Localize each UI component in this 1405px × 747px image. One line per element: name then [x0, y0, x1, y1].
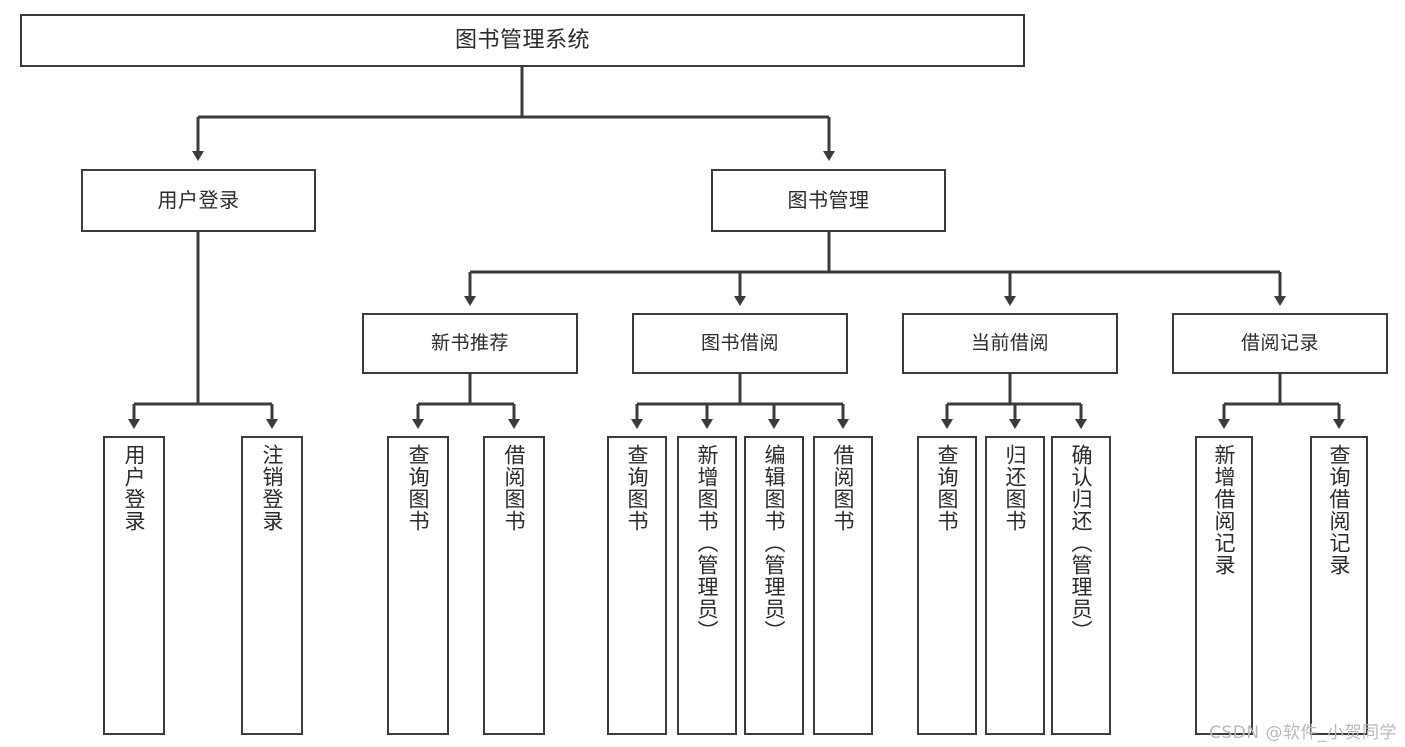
- node-leaf-add-record[interactable]: 新增借阅记录: [1195, 436, 1253, 735]
- node-leaf-query-book-1[interactable]: 查询图书: [387, 436, 449, 735]
- node-book-borrow[interactable]: 图书借阅: [632, 313, 848, 374]
- node-leaf-edit-book[interactable]: 编辑图书（管理员）: [744, 436, 804, 735]
- node-label: 查询图书: [935, 444, 960, 532]
- node-label: 查询图书: [406, 444, 431, 532]
- node-label: 用户登录: [122, 444, 147, 532]
- node-label: 图书管理: [787, 187, 870, 212]
- node-leaf-borrow-book-2[interactable]: 借阅图书: [813, 436, 873, 735]
- node-new-book-recommend[interactable]: 新书推荐: [362, 313, 578, 374]
- node-label: 图书管理系统: [454, 27, 590, 53]
- node-leaf-add-book[interactable]: 新增图书（管理员）: [677, 436, 737, 735]
- node-label: 新书推荐: [430, 332, 509, 355]
- node-label: 借阅图书: [502, 444, 527, 532]
- node-label: 查询图书: [625, 444, 650, 532]
- node-label: 编辑图书（管理员）: [762, 444, 787, 642]
- node-leaf-query-record[interactable]: 查询借阅记录: [1310, 436, 1368, 735]
- node-label: 新增借阅记录: [1212, 444, 1237, 576]
- node-current-borrow[interactable]: 当前借阅: [902, 313, 1118, 374]
- node-label: 归还图书: [1003, 444, 1028, 532]
- node-leaf-user-login[interactable]: 用户登录: [103, 436, 165, 735]
- node-label: 查询借阅记录: [1327, 444, 1352, 576]
- node-label: 借阅记录: [1240, 332, 1319, 355]
- watermark-text: CSDN @软件_小贺同学: [1209, 723, 1397, 743]
- node-label: 图书借阅: [700, 332, 779, 355]
- node-leaf-query-book-2[interactable]: 查询图书: [607, 436, 667, 735]
- node-root-system[interactable]: 图书管理系统: [20, 14, 1025, 67]
- node-book-manage[interactable]: 图书管理: [711, 169, 946, 232]
- node-leaf-borrow-book-1[interactable]: 借阅图书: [483, 436, 545, 735]
- node-label: 注销登录: [260, 444, 285, 532]
- node-leaf-logout[interactable]: 注销登录: [241, 436, 303, 735]
- node-user-login[interactable]: 用户登录: [81, 169, 316, 232]
- node-leaf-confirm-return[interactable]: 确认归还（管理员）: [1051, 436, 1111, 735]
- node-leaf-return-book[interactable]: 归还图书: [985, 436, 1045, 735]
- node-label: 当前借阅: [970, 332, 1049, 355]
- node-leaf-query-book-3[interactable]: 查询图书: [917, 436, 977, 735]
- node-label: 新增图书（管理员）: [695, 444, 720, 642]
- node-label: 确认归还（管理员）: [1069, 444, 1094, 642]
- node-label: 用户登录: [157, 187, 240, 212]
- node-borrow-record[interactable]: 借阅记录: [1172, 313, 1388, 374]
- node-label: 借阅图书: [831, 444, 856, 532]
